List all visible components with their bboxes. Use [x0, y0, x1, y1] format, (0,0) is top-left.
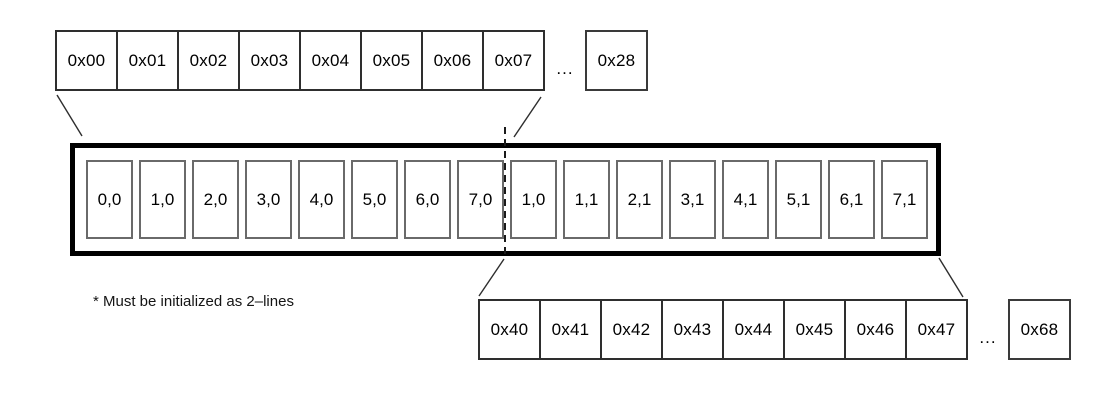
- address-box: 0x45: [783, 299, 846, 360]
- address-box: 0x05: [360, 30, 423, 91]
- buffer-cell: 3,0: [245, 160, 292, 239]
- ellipsis: ...: [556, 59, 574, 78]
- buffer-cell: 2,0: [192, 160, 239, 239]
- buffer-cell: 2,1: [616, 160, 663, 239]
- address-box: 0x42: [600, 299, 663, 360]
- buffer-cell: 4,0: [298, 160, 345, 239]
- buffer-cell: 1,0: [510, 160, 557, 239]
- buffer-cell: 6,1: [828, 160, 875, 239]
- buffer-cell: 4,1: [722, 160, 769, 239]
- connector-top-left: [56, 94, 83, 137]
- buffer-cell: 7,1: [881, 160, 928, 239]
- address-box: 0x46: [844, 299, 907, 360]
- buffer-cell: 6,0: [404, 160, 451, 239]
- connector-top-right: [513, 96, 542, 138]
- buffer-cell: 5,0: [351, 160, 398, 239]
- address-box: 0x44: [722, 299, 785, 360]
- footnote: * Must be initialized as 2–lines: [93, 293, 294, 310]
- buffer-cell: 5,1: [775, 160, 822, 239]
- ellipsis: ...: [979, 328, 997, 347]
- connector-bottom-left: [478, 258, 505, 297]
- address-box: 0x02: [177, 30, 240, 91]
- dashed-split-line: [504, 127, 506, 258]
- connector-bottom-right: [938, 257, 964, 298]
- buffer-cell: 1,0: [139, 160, 186, 239]
- address-box: 0x47: [905, 299, 968, 360]
- buffer-cell: 1,1: [563, 160, 610, 239]
- address-box: 0x40: [478, 299, 541, 360]
- buffer-cell: 3,1: [669, 160, 716, 239]
- address-box: 0x07: [482, 30, 545, 91]
- address-box: 0x43: [661, 299, 724, 360]
- buffer-cell: 0,0: [86, 160, 133, 239]
- buffer-cell: 7,0: [457, 160, 504, 239]
- top-address-row: 0x00 0x01 0x02 0x03 0x04 0x05 0x06 0x07 …: [55, 30, 648, 91]
- bottom-address-row: 0x40 0x41 0x42 0x43 0x44 0x45 0x46 0x47 …: [478, 299, 1071, 360]
- address-box: 0x00: [55, 30, 118, 91]
- address-box: 0x06: [421, 30, 484, 91]
- address-box-last: 0x28: [585, 30, 648, 91]
- address-box: 0x04: [299, 30, 362, 91]
- address-box: 0x01: [116, 30, 179, 91]
- address-box: 0x41: [539, 299, 602, 360]
- address-box-last: 0x68: [1008, 299, 1071, 360]
- address-box: 0x03: [238, 30, 301, 91]
